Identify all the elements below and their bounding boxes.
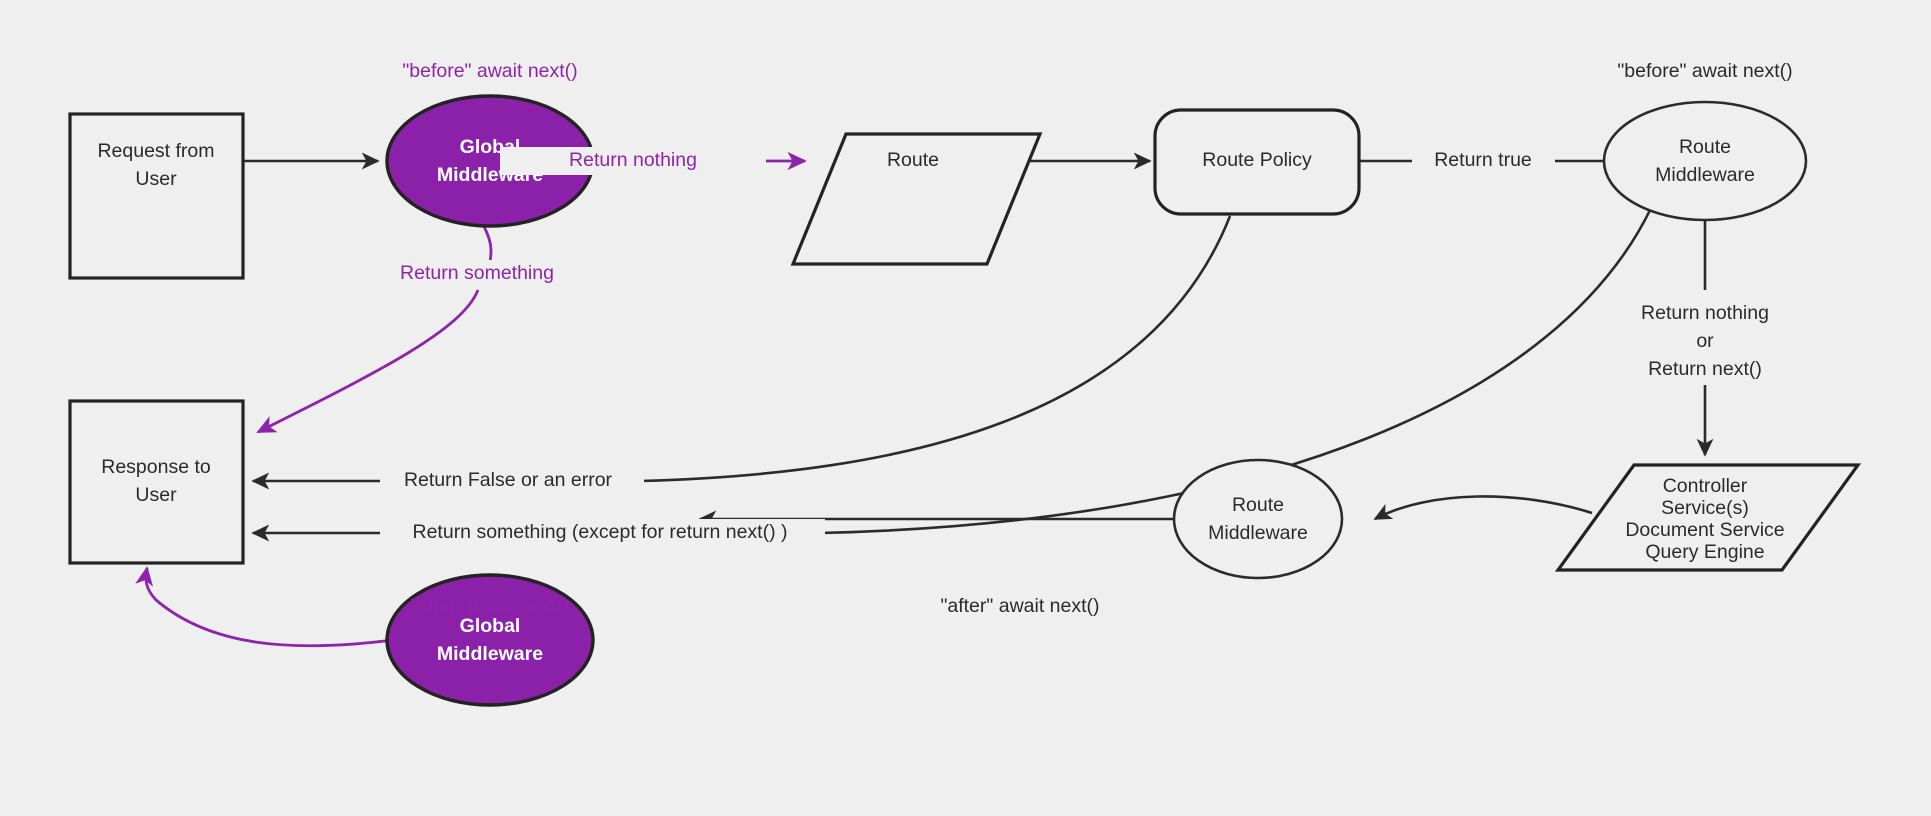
svg-text:Return next(): Return next() [1648,358,1762,380]
edge-global-middleware-bottom-to-response [135,566,394,648]
node-response-label-line2: User [135,484,177,506]
node-request-label-line1: Request from [97,140,214,162]
annotation-after-await-next-right: "after" await next() [940,595,1099,617]
node-controller-line4: Query Engine [1645,541,1764,563]
node-route-middleware-top-line2: Middleware [1655,164,1755,186]
node-route-middleware-bottom-line2: Middleware [1208,522,1308,544]
edge-controller-to-route-middleware-bottom [1373,495,1593,521]
annotation-before-await-next-left: "before" await next() [402,60,577,82]
svg-text:Return something: Return something [400,262,554,284]
node-controller-line3: Document Service [1625,519,1784,541]
svg-text:Return False or an error: Return False or an error [404,469,613,491]
label-return-something: Return something [382,260,600,288]
node-route-middleware-top-line1: Route [1679,136,1731,158]
node-route-middleware-bottom-line1: Route [1232,494,1284,516]
edge-global-middleware-to-response-bottom [256,289,480,434]
node-global-middleware-top[interactable]: Global Middleware [385,94,595,228]
edge-route-policy-to-response [639,215,1232,483]
label-return-false-or-error: Return False or an error [380,467,644,495]
label-return-true: Return true [1412,147,1555,175]
node-route-policy-label: Route Policy [1202,149,1312,171]
svg-text:Return nothing: Return nothing [569,149,697,171]
svg-text:Return true: Return true [1434,149,1532,171]
svg-text:Return nothing: Return nothing [1641,302,1769,324]
node-controller-line1: Controller [1663,475,1748,497]
svg-text:Return something (except for r: Return something (except for return next… [413,521,788,543]
node-request-label-line2: User [135,168,177,190]
label-return-nothing: Return nothing [500,147,766,175]
node-request-from-user[interactable]: Request from User [68,112,245,280]
label-return-nothing-or-next: Return nothing or Return next() [1616,293,1796,385]
annotation-after-await-next-left: "after" await next() [410,595,569,617]
label-return-something-except: Return something (except for return next… [380,519,825,547]
node-global-middleware-bottom-line2: Middleware [437,643,543,665]
node-route-policy[interactable]: Route Policy [1153,108,1361,216]
node-route-middleware-bottom[interactable]: Route Middleware [1172,458,1344,580]
node-route-middleware-top[interactable]: Route Middleware [1602,100,1808,222]
node-global-middleware-bottom-line1: Global [460,615,521,637]
svg-text:or: or [1696,330,1714,352]
annotation-before-await-next-right: "before" await next() [1617,60,1792,82]
edge-route-middleware-to-response [819,205,1654,535]
node-route-label: Route [887,149,939,171]
node-controller-services[interactable]: Controller Service(s) Document Service Q… [1554,463,1862,572]
node-response-label-line1: Response to [101,456,211,478]
node-response-to-user[interactable]: Response to User [68,399,245,565]
node-route[interactable]: Route [790,132,1043,266]
node-controller-line2: Service(s) [1661,497,1749,519]
node-global-middleware-bottom[interactable]: Global Middleware [385,573,595,707]
